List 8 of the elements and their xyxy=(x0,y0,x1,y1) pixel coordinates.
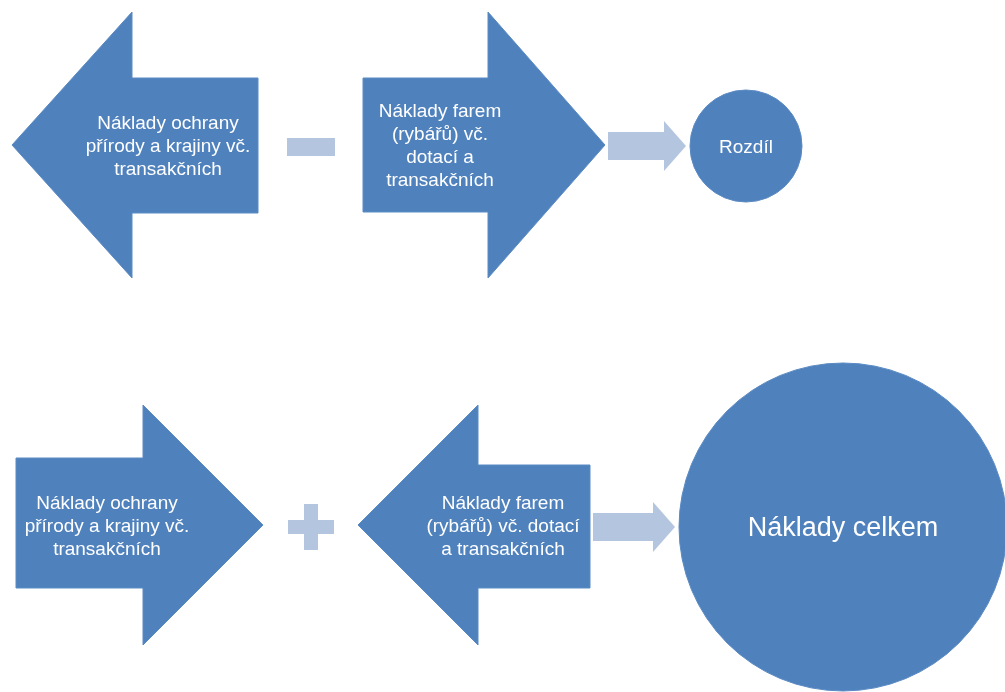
node-label: Náklady celkem xyxy=(746,511,940,543)
arrow xyxy=(608,121,686,171)
arrow xyxy=(593,502,675,552)
node-label: Náklady ochrany přírody a krajiny vč. transakčních xyxy=(84,110,252,180)
node-label: Náklady farem (rybářů) vč. dotací a transakčních xyxy=(377,99,503,191)
node-label: Rozdíl xyxy=(718,134,774,158)
node-label: Náklady ochrany přírody a krajiny vč. transakčních xyxy=(23,490,191,560)
node-label: Náklady farem (rybářů) vč. dotací a transakčních xyxy=(425,490,581,560)
